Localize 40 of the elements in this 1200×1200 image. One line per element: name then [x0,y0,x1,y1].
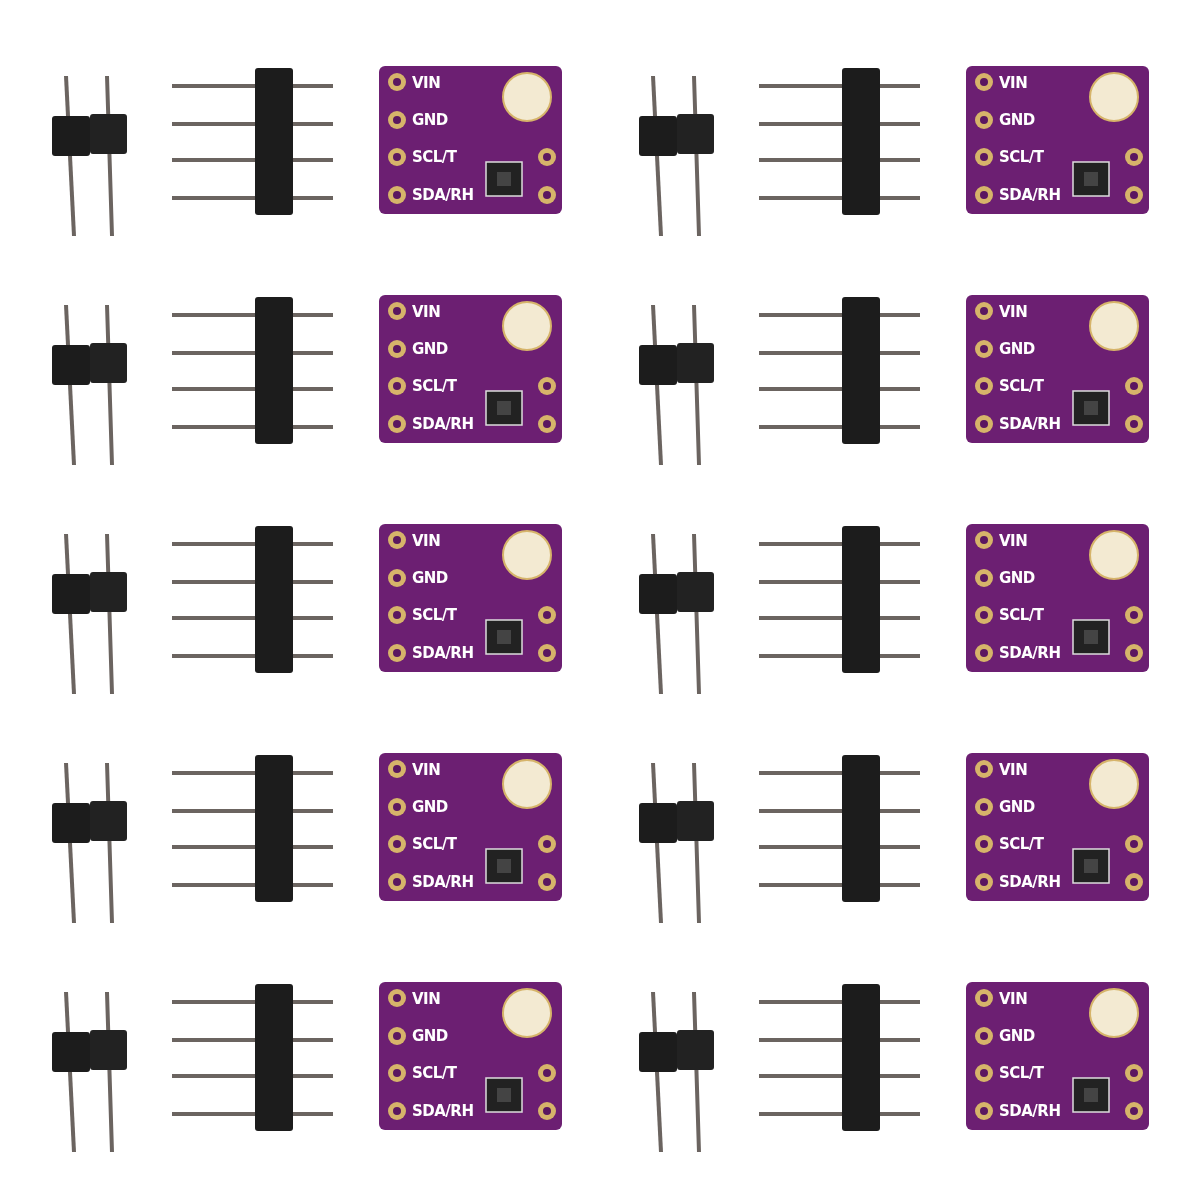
pin-label: SDA/RH [412,644,474,662]
pin-label: SDA/RH [999,415,1061,433]
pin-label: GND [412,340,448,358]
pin-label: VIN [999,303,1028,321]
pin-label: GND [412,569,448,587]
pin-label: SCL/T [412,835,457,853]
pin-label: SCL/T [999,377,1044,395]
pin-label: SDA/RH [999,873,1061,891]
pin-label: GND [412,798,448,816]
pin-label: SDA/RH [412,186,474,204]
pin-label: SCL/T [999,1064,1044,1082]
pin-label: SCL/T [999,148,1044,166]
pin-label: VIN [412,74,441,92]
pin-label: GND [412,1027,448,1045]
pin-label: GND [999,1027,1035,1045]
pin-label: GND [999,111,1035,129]
pin-label: SDA/RH [412,873,474,891]
pin-label: VIN [412,303,441,321]
pin-label: SDA/RH [412,1102,474,1120]
pin-label: GND [999,340,1035,358]
pin-label: SCL/T [412,606,457,624]
pin-label: GND [999,798,1035,816]
pin-label: SCL/T [999,606,1044,624]
pin-label: VIN [999,761,1028,779]
pin-label: VIN [999,74,1028,92]
pin-label: GND [999,569,1035,587]
pin-label: SCL/T [412,1064,457,1082]
pin-label: SDA/RH [999,644,1061,662]
pin-label: SCL/T [999,835,1044,853]
pin-label: GND [412,111,448,129]
pin-label: SCL/T [412,377,457,395]
pin-label: VIN [999,990,1028,1008]
pin-label: SDA/RH [999,186,1061,204]
pin-label: SDA/RH [999,1102,1061,1120]
pin-label: SCL/T [412,148,457,166]
pin-label: VIN [412,761,441,779]
pin-label: VIN [412,990,441,1008]
pin-label: VIN [999,532,1028,550]
pin-label: SDA/RH [412,415,474,433]
pin-label: VIN [412,532,441,550]
